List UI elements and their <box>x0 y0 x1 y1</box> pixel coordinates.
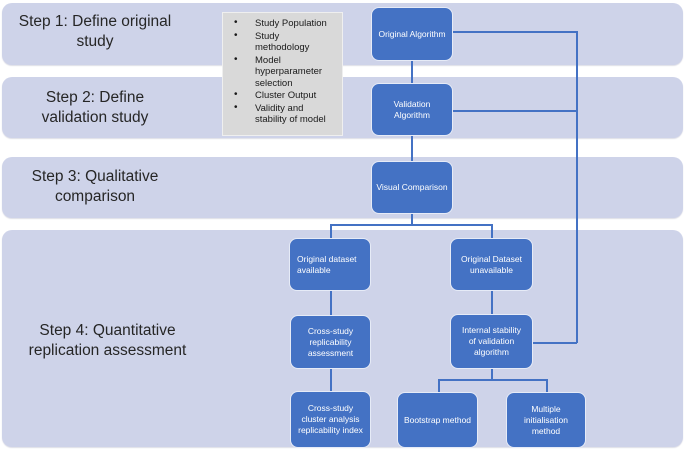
node-cross-study-replicability-index: Cross-study cluster analysis replicabili… <box>290 391 371 448</box>
study-criteria-list: Study Population Study methodology Model… <box>223 17 340 126</box>
connector-branch-to-unavailable <box>491 224 493 238</box>
node-original-dataset-available: Original dataset available <box>289 238 371 291</box>
step4-label: Step 4: Quantitative replication assessm… <box>28 322 187 359</box>
step3-band: Step 3: Qualitative comparison <box>2 157 683 218</box>
node-validation-algorithm: Validation Algorithm <box>371 83 453 136</box>
study-criteria-note-box: Study Population Study methodology Model… <box>222 12 343 136</box>
connector-visual-stem <box>411 213 413 224</box>
node-cross-study-replicability-assessment: Cross-study replicability assessment <box>290 315 371 369</box>
node-bootstrap-method: Bootstrap method <box>397 392 478 448</box>
connector-validation-to-rightrail <box>453 110 577 112</box>
connector-available-to-crossstudy <box>330 291 332 315</box>
connector-unavailable-to-internal <box>491 291 493 314</box>
step2-label: Step 2: Define validation study <box>41 89 149 126</box>
node-original-algorithm: Original Algorithm <box>371 7 453 61</box>
connector-rightrail-to-internal <box>533 342 577 344</box>
list-item: Model hyperparameter selection <box>223 54 340 90</box>
list-item: Cluster Output <box>223 89 340 102</box>
list-item: Study Population <box>223 17 340 30</box>
connector-right-rail <box>576 31 578 343</box>
node-multiple-initialisation-method: Multiple initialisation method <box>506 392 586 448</box>
connector-original-to-validation <box>411 61 413 83</box>
step1-label: Step 1: Define original study <box>18 13 172 50</box>
connector-dataset-branch <box>330 224 492 226</box>
connector-branch-to-bootstrap <box>438 379 440 392</box>
connector-branch-to-multiple-init <box>546 379 548 392</box>
connector-branch-to-available <box>330 224 332 238</box>
connector-validation-to-visual <box>411 136 413 161</box>
list-item: Study methodology <box>223 30 340 54</box>
list-item: Validity and stability of model <box>223 102 340 126</box>
connector-method-branch <box>438 379 547 381</box>
connector-internal-stem <box>491 369 493 379</box>
connector-original-to-rightrail <box>453 31 577 33</box>
node-visual-comparison: Visual Comparison <box>371 161 453 214</box>
step3-label: Step 3: Qualitative comparison <box>31 168 159 205</box>
connector-crossstudy-to-index <box>330 369 332 391</box>
node-original-dataset-unavailable: Original Dataset unavailable <box>450 238 533 291</box>
node-internal-stability: Internal stability of validation algorit… <box>450 314 533 369</box>
